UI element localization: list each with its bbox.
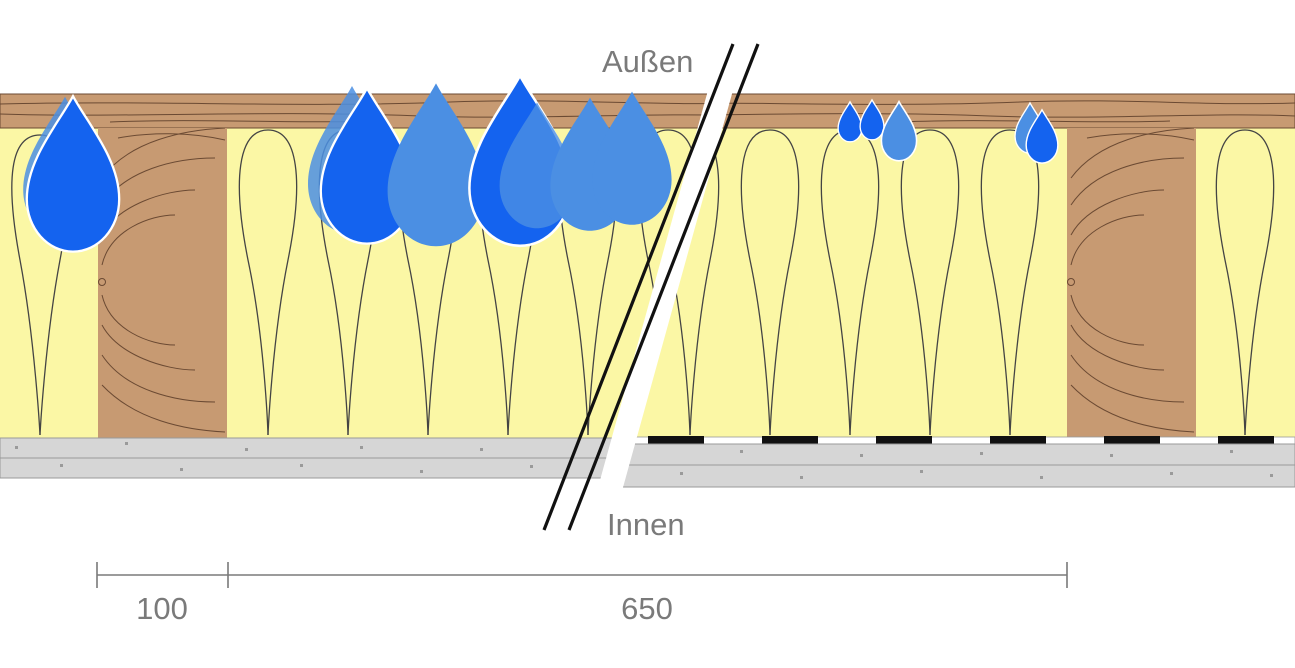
label-inside: Innen (607, 507, 685, 542)
wall-section-left (0, 74, 733, 479)
timber-stud-left (98, 128, 227, 438)
dimension-label-650: 650 (621, 591, 673, 626)
insulation-pattern-right (660, 129, 1275, 436)
dimension-label-100: 100 (136, 591, 188, 626)
label-outside: Außen (602, 44, 693, 79)
dimension-line (96, 562, 1068, 588)
timber-stud-right (1067, 128, 1196, 438)
wood-grain-stud-right (1070, 127, 1195, 433)
break-line-icon (542, 43, 760, 531)
vapor-barrier-strips (648, 436, 1274, 444)
